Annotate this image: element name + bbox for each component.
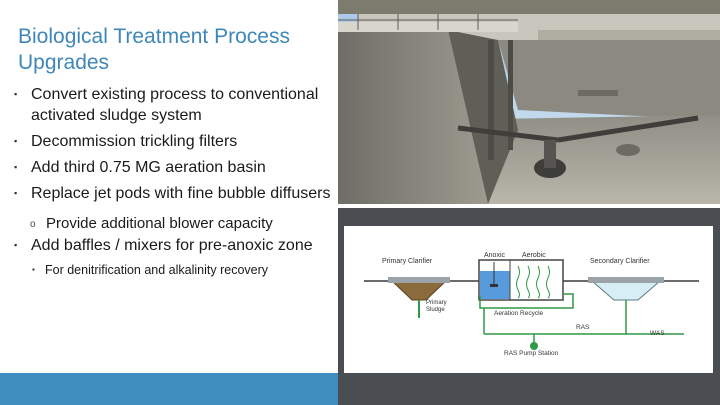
bullet-item: ▪ Add baffles / mixers for pre-anoxic zo… <box>14 235 336 256</box>
bullet-item: ▪ Add third 0.75 MG aeration basin <box>14 157 336 178</box>
circle-bullet-icon: o <box>30 219 36 230</box>
square-bullet-icon: ▪ <box>32 265 35 274</box>
square-bullet-icon: ▪ <box>14 188 18 198</box>
basin-photo-illustration <box>338 0 720 204</box>
bullet-text: Replace jet pods with fine bubble diffus… <box>31 185 331 202</box>
bullet-item: ▪ Convert existing process to convention… <box>14 84 336 126</box>
label-secondary-clarifier: Secondary Clarifier <box>590 258 650 265</box>
label-primary-sludge: Primary Sludge <box>426 300 447 313</box>
square-bullet-icon: ▪ <box>14 162 18 172</box>
label-anoxic: Anoxic <box>484 252 506 259</box>
bullet-item: ▪ Replace jet pods with fine bubble diff… <box>14 183 336 204</box>
label-ras-pump-station: RAS Pump Station <box>504 350 559 357</box>
square-bullet-icon: ▪ <box>14 240 18 250</box>
bullet-text: Decommission trickling filters <box>31 133 238 150</box>
sub-bullet-text: Provide additional blower capacity <box>46 215 273 232</box>
square-bullet-icon: ▪ <box>14 136 18 146</box>
aeration-basin-photo <box>338 0 720 204</box>
flow-diagram-svg <box>364 259 699 350</box>
sub-sub-bullet-item: ▪ For denitrification and alkalinity rec… <box>14 261 336 279</box>
bullet-text: Add baffles / mixers for pre-anoxic zone <box>31 237 313 254</box>
footer-bar-blue <box>0 373 338 405</box>
square-bullet-icon: ▪ <box>14 89 18 99</box>
label-ras: RAS <box>576 324 590 331</box>
sub-bullet-item: o Provide additional blower capacity <box>14 214 336 233</box>
sub-sub-bullet-text: For denitrification and alkalinity recov… <box>45 263 269 277</box>
label-primary-clarifier: Primary Clarifier <box>382 258 433 265</box>
label-was: WAS <box>650 330 665 337</box>
footer-bar-dark <box>338 373 720 405</box>
bullet-text: Add third 0.75 MG aeration basin <box>31 159 266 176</box>
bullet-text: Convert existing process to conventional… <box>31 86 319 124</box>
bullet-item: ▪ Decommission trickling filters <box>14 131 336 152</box>
slide-title: Biological Treatment Process Upgrades <box>18 25 290 74</box>
process-flow-diagram: Primary Clarifier Anoxic Aerobic Seconda… <box>344 226 713 381</box>
label-aerobic: Aerobic <box>522 252 546 259</box>
bullet-list: ▪ Convert existing process to convention… <box>14 84 336 279</box>
label-aeration-recycle: Aeration Recycle <box>494 310 544 317</box>
